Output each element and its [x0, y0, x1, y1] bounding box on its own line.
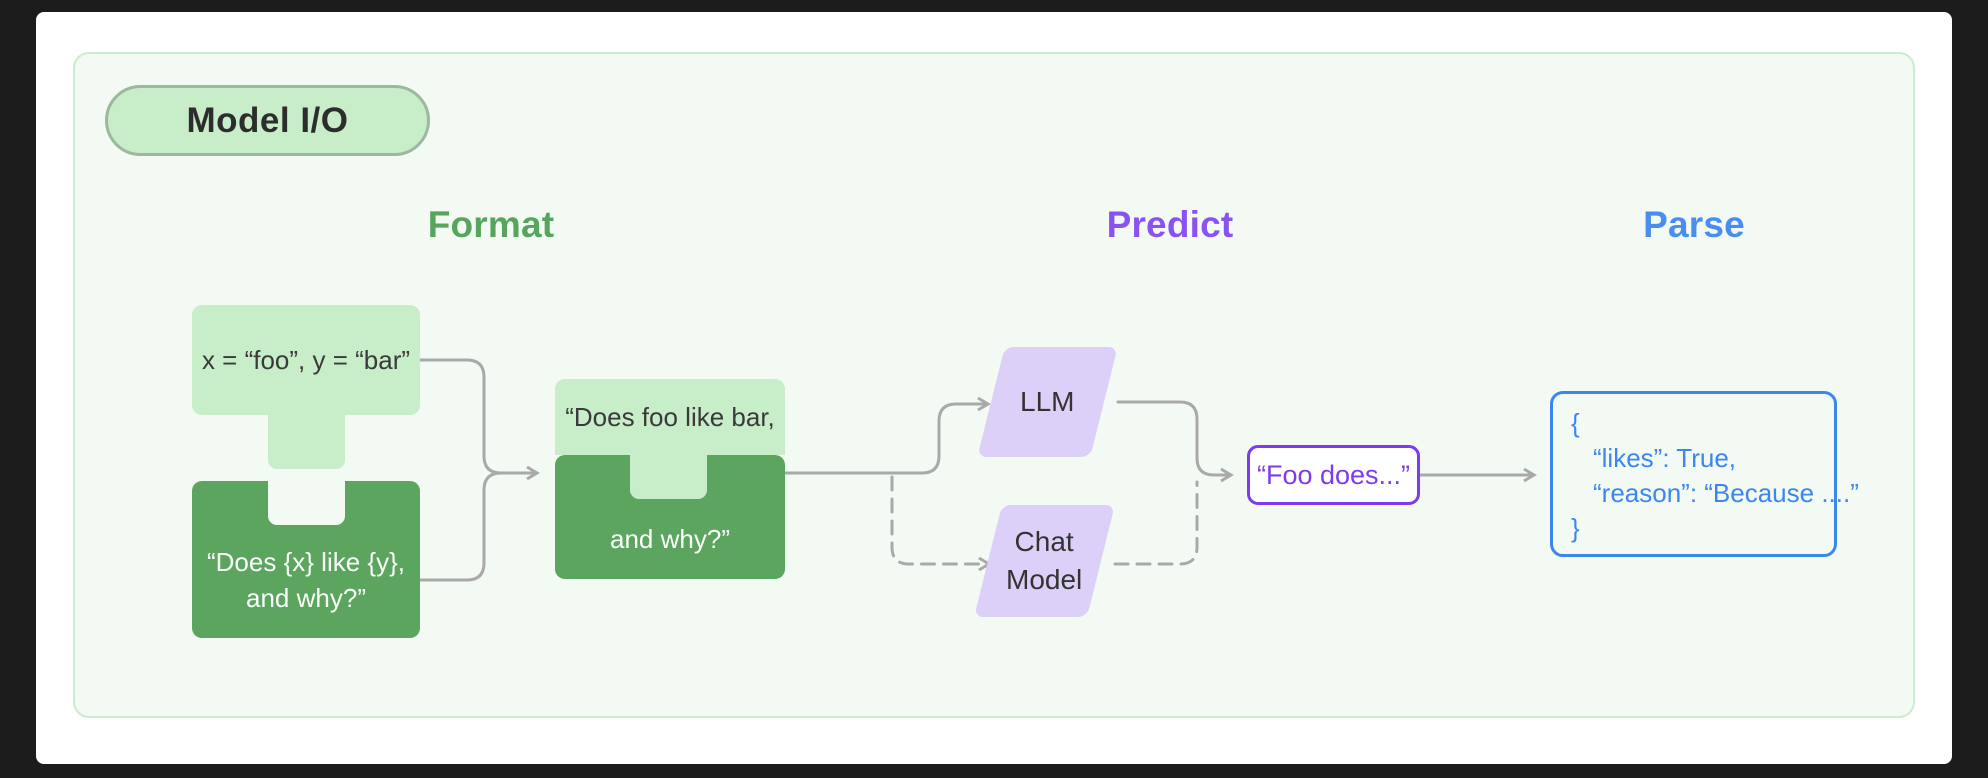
arrow-prompt-to-llm — [783, 396, 991, 475]
template-piece-line1: “Does {x} like {y}, — [207, 547, 405, 577]
diagram-panel: Model I/O Format Predict Parse — [73, 52, 1915, 718]
chat-model-label: Chat Model — [1006, 523, 1082, 599]
llm-node: LLM — [977, 347, 1118, 457]
content-card: Model I/O Format Predict Parse — [36, 12, 1952, 764]
completion-text: “Foo does...” — [1256, 459, 1411, 490]
chat-model-line2: Model — [1006, 564, 1083, 595]
arrow-llm-to-completion — [1116, 400, 1234, 483]
variables-piece-tab — [268, 409, 345, 469]
arrow-template-out — [418, 471, 503, 582]
parsed-output-line: { — [1571, 408, 1580, 438]
arrow-prompt-to-chat-model — [890, 475, 992, 572]
model-io-badge-label: Model I/O — [186, 100, 349, 140]
prompt-piece-light — [555, 379, 785, 455]
variables-piece-label: x = “foo”, y = “bar” — [201, 345, 411, 375]
prompt-piece-line1: “Does foo like bar, — [565, 402, 775, 432]
prompt-piece-tab — [630, 452, 707, 499]
llm-label: LLM — [1020, 386, 1075, 417]
prompt-piece-line2: and why?” — [610, 524, 730, 554]
chat-model-line1: Chat — [1014, 526, 1075, 557]
parsed-output-line: } — [1571, 513, 1580, 543]
parsed-output-box: { “likes”: True, “reason”: “Because ....… — [1550, 391, 1859, 557]
chat-model-node: Chat Model — [974, 505, 1115, 617]
column-header-predict: Predict — [1106, 204, 1234, 245]
column-header-format: Format — [427, 204, 555, 245]
parsed-output-line: “reason”: “Because ....” — [1593, 478, 1859, 508]
completion-box: “Foo does...” — [1247, 445, 1420, 505]
template-piece-line2: and why?” — [246, 583, 366, 613]
variables-piece — [192, 305, 420, 415]
template-piece-label: “Does {x} like {y}, and why?” — [192, 525, 420, 635]
template-piece-notch — [268, 480, 345, 525]
column-header-parse: Parse — [1643, 204, 1745, 245]
arrow-variables-out — [418, 358, 503, 475]
parsed-output-line: “likes”: True, — [1593, 443, 1737, 473]
arrow-chat-model-to-merge — [1113, 480, 1199, 566]
model-io-badge: Model I/O — [105, 85, 430, 156]
